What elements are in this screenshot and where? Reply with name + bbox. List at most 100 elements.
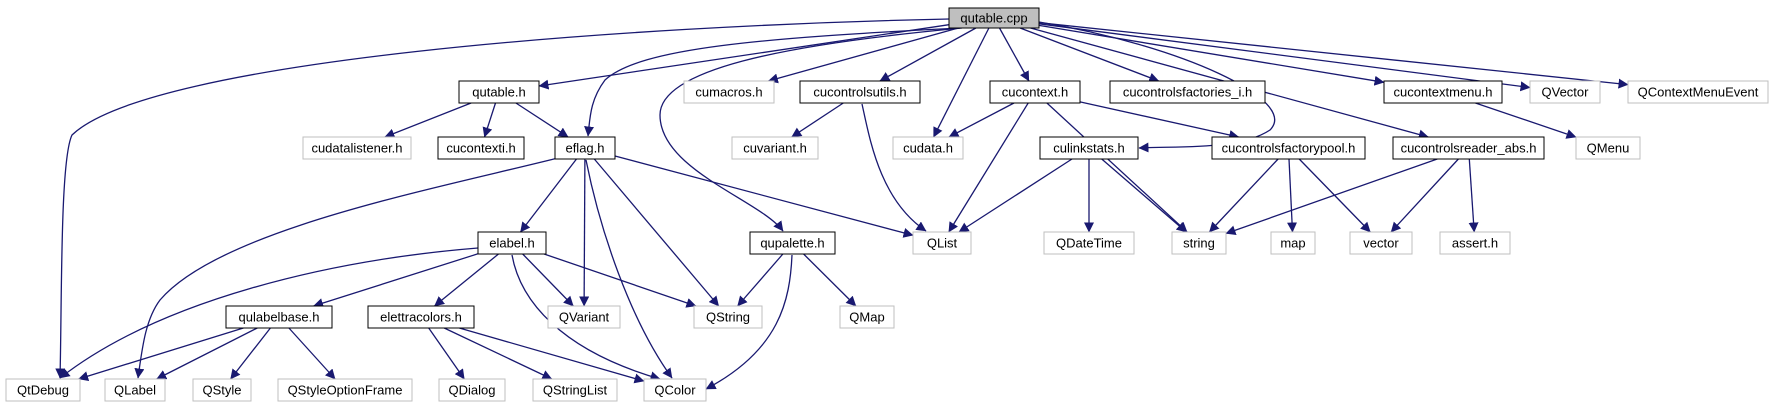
node-box xyxy=(1392,136,1545,160)
node-eflag-h[interactable]: eflag.h xyxy=(554,136,616,160)
node-box xyxy=(839,305,895,329)
edge-elabel-h-to-elettracolors-h xyxy=(434,253,499,307)
edge-eflag-h-to-qstring xyxy=(593,158,720,307)
edge-cucontext-h-to-cucontrolsfactorypool-h xyxy=(1079,101,1240,140)
node-elabel-h[interactable]: elabel.h xyxy=(477,231,547,255)
node-box xyxy=(1575,136,1641,160)
edge-qutable-cpp-to-qupalette-h xyxy=(659,27,963,232)
node-qcontextmenuevent: QContextMenuEvent xyxy=(1627,80,1769,104)
edge-qulabelbase-h-to-qlabel xyxy=(156,327,258,380)
node-box xyxy=(1039,136,1139,160)
edge-cucontrolsfactorypool-h-to-string xyxy=(1208,158,1279,233)
node-label: QStyleOptionFrame xyxy=(288,383,403,398)
node-qtdebug: QtDebug xyxy=(5,378,81,402)
edge-elabel-h-to-qvariant xyxy=(522,253,574,307)
node-qcolor: QColor xyxy=(643,378,707,402)
node-qstyleoptionframe: QStyleOptionFrame xyxy=(277,378,413,402)
node-label: cucontrolsreader_abs.h xyxy=(1401,141,1537,156)
node-box xyxy=(912,231,972,255)
node-label: QtDebug xyxy=(17,383,69,398)
node-cucontext-h[interactable]: cucontext.h xyxy=(989,80,1081,104)
node-qlist: QList xyxy=(912,231,972,255)
node-box xyxy=(1171,231,1227,255)
node-label: QDialog xyxy=(449,383,496,398)
node-qupalette-h[interactable]: qupalette.h xyxy=(749,231,836,255)
node-label: QColor xyxy=(654,383,696,398)
node-box xyxy=(532,378,618,402)
node-box xyxy=(192,378,252,402)
node-box xyxy=(225,305,333,329)
node-cucontexti-h[interactable]: cucontexti.h xyxy=(437,136,525,160)
edge-qutable-cpp-to-cucontrolsutils-h xyxy=(879,27,977,82)
node-label: map xyxy=(1280,236,1305,251)
node-assert-h: assert.h xyxy=(1439,231,1511,255)
node-box xyxy=(799,80,921,104)
edge-elabel-h-to-qtdebug xyxy=(59,247,479,379)
edge-qupalette-h-to-qstring xyxy=(737,253,784,307)
node-cucontrolsutils-h[interactable]: cucontrolsutils.h xyxy=(799,80,921,104)
edges-layer xyxy=(55,18,1629,390)
node-cumacros-h: cumacros.h xyxy=(683,80,775,104)
node-label: cuvariant.h xyxy=(743,141,807,156)
edge-qutable-cpp-to-qtdebug xyxy=(55,18,950,379)
node-label: qupalette.h xyxy=(760,236,824,251)
node-box xyxy=(1270,231,1316,255)
edge-culinkstats-h-to-string xyxy=(1101,158,1187,233)
edge-eflag-h-to-qlabel xyxy=(134,157,559,379)
node-box xyxy=(438,378,506,402)
node-box xyxy=(693,305,763,329)
edge-cucontrolsutils-h-to-cuvariant-h xyxy=(791,102,844,138)
edge-elettracolors-h-to-qcolor xyxy=(459,327,645,384)
edge-cucontextmenu-h-to-qmenu xyxy=(1475,102,1577,139)
node-qulabelbase-h[interactable]: qulabelbase.h xyxy=(225,305,333,329)
node-cucontrolsfactories-i-h[interactable]: cucontrolsfactories_i.h xyxy=(1109,80,1266,104)
node-label: qulabelbase.h xyxy=(239,310,320,325)
node-box xyxy=(683,80,775,104)
node-cucontrolsreader-abs-h[interactable]: cucontrolsreader_abs.h xyxy=(1392,136,1545,160)
node-label: vector xyxy=(1363,236,1399,251)
edge-elabel-h-to-qstring xyxy=(543,253,697,308)
node-cucontrolsfactorypool-h[interactable]: cucontrolsfactorypool.h xyxy=(1211,136,1366,160)
node-map: map xyxy=(1270,231,1316,255)
edge-qupalette-h-to-qcolor xyxy=(705,254,793,390)
edge-qutable-cpp-to-cumacros-h xyxy=(767,27,959,84)
edge-qutable-cpp-to-cudata-h xyxy=(933,27,990,138)
node-box xyxy=(5,378,81,402)
node-elettracolors-h[interactable]: elettracolors.h xyxy=(367,305,475,329)
node-label: QList xyxy=(927,236,958,251)
edge-qutable-h-to-cudatalistener-h xyxy=(384,102,472,139)
edge-eflag-h-to-qvariant xyxy=(579,158,590,307)
node-box xyxy=(892,136,964,160)
node-qutable-h[interactable]: qutable.h xyxy=(458,80,540,104)
node-label: QMenu xyxy=(1587,141,1630,156)
node-box xyxy=(749,231,836,255)
edge-cucontext-h-to-cudata-h xyxy=(948,102,1015,138)
node-box xyxy=(1109,80,1266,104)
node-culinkstats-h[interactable]: culinkstats.h xyxy=(1039,136,1139,160)
node-cudatalistener-h: cudatalistener.h xyxy=(302,136,412,160)
node-box xyxy=(948,7,1040,29)
node-label: cucontrolsfactorypool.h xyxy=(1222,141,1356,156)
node-box xyxy=(1383,80,1503,104)
node-label: QString xyxy=(706,310,750,325)
node-box xyxy=(302,136,412,160)
edge-cucontext-h-to-qlist xyxy=(948,102,1029,233)
node-box xyxy=(1043,231,1135,255)
edge-qutable-h-to-cucontexti-h xyxy=(482,102,497,138)
node-qlabel: QLabel xyxy=(104,378,166,402)
edge-cucontext-h-to-string xyxy=(1046,102,1188,233)
edge-qutable-cpp-to-culinkstats-h xyxy=(1038,21,1276,153)
edge-qutable-cpp-to-qvector xyxy=(1038,23,1531,92)
node-box xyxy=(477,231,547,255)
edge-qutable-cpp-to-cucontextmenu-h xyxy=(1038,24,1385,86)
node-label: culinkstats.h xyxy=(1053,141,1125,156)
node-cucontextmenu-h[interactable]: cucontextmenu.h xyxy=(1383,80,1503,104)
node-qvariant: QVariant xyxy=(547,305,621,329)
node-cudata-h: cudata.h xyxy=(892,136,964,160)
edge-qupalette-h-to-qmap xyxy=(803,253,857,307)
node-box xyxy=(458,80,540,104)
node-qutable-cpp[interactable]: qutable.cpp xyxy=(948,7,1040,29)
node-qstringlist: QStringList xyxy=(532,378,618,402)
edge-qutable-h-to-eflag-h xyxy=(515,102,569,138)
